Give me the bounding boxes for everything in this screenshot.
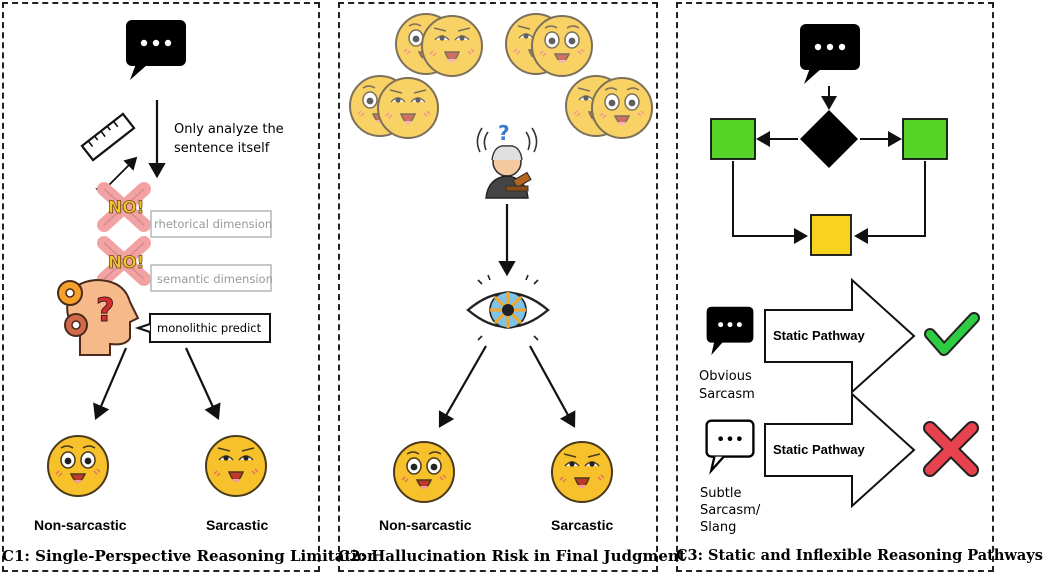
rhetorical-box <box>150 210 272 238</box>
arrow-right <box>184 347 221 421</box>
question-mark: ? <box>96 291 115 329</box>
predict-box <box>149 313 271 343</box>
arrow-left-path <box>732 161 808 244</box>
no-badge-text: NO! <box>108 198 144 218</box>
static-pathway-2: Static Pathway <box>773 442 866 457</box>
emoji-sarcastic <box>205 435 267 497</box>
decision-diamond <box>800 110 858 168</box>
subtle-line3: Slang <box>700 520 737 535</box>
eye-icon <box>466 274 550 341</box>
only-analyze-line1: Only analyze the <box>174 122 284 137</box>
caption-c1: C1: Single-Perspective Reasoning Limitat… <box>2 547 378 565</box>
obvious-line1: Obvious <box>699 369 752 384</box>
label-non-sarcastic-c2: Non-sarcastic <box>379 517 472 533</box>
label-sarcastic-c1: Sarcastic <box>206 517 269 533</box>
emoji-cluster <box>349 13 653 139</box>
semantic-box <box>150 264 272 292</box>
speech-bubble-outline-icon <box>705 419 755 475</box>
judge-icon: ? <box>476 121 538 199</box>
head-gears-icon: ? <box>57 278 140 356</box>
speech-bubble-icon <box>800 24 860 84</box>
judge-question-mark: ? <box>498 121 510 145</box>
speech-bubble-icon <box>706 306 754 356</box>
rhetorical-dimension: rhetorical dimension <box>154 217 272 231</box>
ruler-icon <box>80 112 136 162</box>
arrow-right <box>529 345 576 428</box>
subtle-line2: Sarcasm/ <box>700 503 761 518</box>
arrow-right-path <box>854 161 926 244</box>
emoji-non-sarcastic <box>393 441 455 503</box>
subtle-line1: Subtle <box>700 486 742 501</box>
arrow-left <box>438 345 487 428</box>
speech-bubble-icon <box>126 20 186 80</box>
green-box-right <box>902 118 948 160</box>
obvious-line2: Sarcasm <box>699 387 755 402</box>
diagram-canvas: NO! rhetorical dimension NO! semantic di… <box>47 13 980 509</box>
gold-box <box>810 214 852 256</box>
static-pathway-1: Static Pathway <box>773 328 866 343</box>
green-box-left <box>710 118 756 160</box>
emoji-sarcastic <box>551 441 613 503</box>
semantic-dimension: semantic dimension <box>157 272 273 286</box>
cross-icon <box>923 421 979 477</box>
double-arrow <box>95 156 138 199</box>
big-arrow-1 <box>764 277 916 395</box>
caption-c2: C2: Hallucination Risk in Final Judgment <box>338 547 686 565</box>
label-non-sarcastic-c1: Non-sarcastic <box>34 517 127 533</box>
no-badge-text: NO! <box>108 253 144 273</box>
big-arrow-2 <box>764 391 916 509</box>
monolithic-predict: monolithic predict <box>157 321 262 335</box>
only-analyze-line2: sentence itself <box>174 141 270 156</box>
arrow-left <box>93 347 128 421</box>
emoji-non-sarcastic <box>47 435 109 497</box>
check-icon <box>926 314 978 354</box>
caption-c3: C3: Static and Inflexible Reasoning Path… <box>676 547 1043 564</box>
label-sarcastic-c2: Sarcastic <box>551 517 614 533</box>
